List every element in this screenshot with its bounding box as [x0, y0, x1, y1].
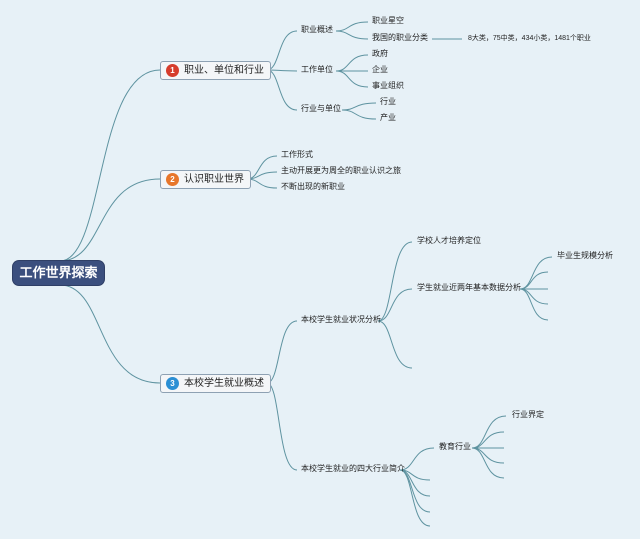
industries-to-blank-4 [399, 469, 431, 527]
root-to-branch-2 [59, 178, 161, 262]
branch-2-to-child-1 [246, 155, 278, 180]
branch-2-node[interactable]: 2 认识职业世界 [160, 170, 251, 189]
branch-2-child-1[interactable]: 工作形式 [281, 150, 313, 159]
branch-3-label: 本校学生就业概述 [184, 378, 264, 389]
status-to-positioning [377, 241, 413, 322]
branch-2-child-2[interactable]: 主动开展更为周全的职业认识之旅 [281, 166, 401, 175]
status-to-data [377, 288, 413, 322]
root-node[interactable]: 工作世界探索 [13, 261, 104, 285]
industry-definition-node[interactable]: 行业界定 [512, 410, 544, 419]
branch-3-node[interactable]: 3 本校学生就业概述 [160, 374, 271, 393]
branch-1-number-badge: 1 [166, 64, 179, 77]
data-to-scale [519, 256, 553, 290]
branch-1-to-industry [266, 69, 298, 111]
root-to-branch-3 [59, 284, 161, 384]
status-to-blank [377, 320, 413, 369]
data-analysis-node[interactable]: 学生就业近两年基本数据分析 [417, 283, 521, 292]
industries-to-education [399, 447, 435, 471]
scale-analysis-node[interactable]: 毕业生规模分析 [557, 251, 613, 260]
branch-1-to-unit [266, 69, 298, 72]
unit-to-child-1 [335, 54, 369, 72]
education-to-blank-3 [471, 447, 505, 464]
overview-child-1[interactable]: 职业星空 [372, 16, 404, 25]
overview-to-child-2 [335, 30, 369, 40]
positioning-node[interactable]: 学校人才培养定位 [417, 236, 481, 245]
overview-child-2[interactable]: 我国的职业分类 [372, 33, 428, 42]
branch-3-to-status [266, 320, 298, 384]
education-to-blank-4 [471, 447, 505, 479]
unit-node[interactable]: 工作单位 [301, 65, 333, 74]
overview-to-child-1 [335, 21, 369, 32]
industry-to-child-1 [341, 102, 377, 111]
industry-to-child-2 [341, 109, 377, 120]
education-to-blank-1 [471, 431, 505, 449]
branch-1-node[interactable]: 1 职业、单位和行业 [160, 61, 271, 80]
branch-2-label: 认识职业世界 [184, 174, 244, 185]
industry-child-2[interactable]: 产业 [380, 113, 396, 122]
branch-2-child-3[interactable]: 不断出现的新职业 [281, 182, 345, 191]
education-node[interactable]: 教育行业 [439, 442, 471, 451]
unit-child-2[interactable]: 企业 [372, 65, 388, 74]
industry-child-1[interactable]: 行业 [380, 97, 396, 106]
unit-child-3[interactable]: 事业组织 [372, 81, 404, 90]
status-node[interactable]: 本校学生就业状况分析 [301, 315, 381, 324]
data-to-blank-1 [519, 271, 549, 290]
classification-note[interactable]: 8大类，75中类，434小类，1481个职业 [468, 35, 591, 42]
branch-2-to-child-3 [246, 178, 278, 189]
branch-1-label: 职业、单位和行业 [184, 65, 264, 76]
unit-child-1[interactable]: 政府 [372, 49, 388, 58]
unit-to-child-3 [335, 70, 369, 88]
industry-node[interactable]: 行业与单位 [301, 104, 341, 113]
root-to-branch-1 [59, 69, 161, 262]
branch-3-number-badge: 3 [166, 377, 179, 390]
overview-node[interactable]: 职业概述 [301, 25, 333, 34]
data-to-blank-3 [519, 288, 549, 305]
four-industries-node[interactable]: 本校学生就业的四大行业简介 [301, 464, 405, 473]
branch-3-to-industries [266, 382, 298, 471]
data-to-blank-4 [519, 288, 549, 321]
branch-1-to-overview [266, 30, 298, 71]
branch-2-number-badge: 2 [166, 173, 179, 186]
